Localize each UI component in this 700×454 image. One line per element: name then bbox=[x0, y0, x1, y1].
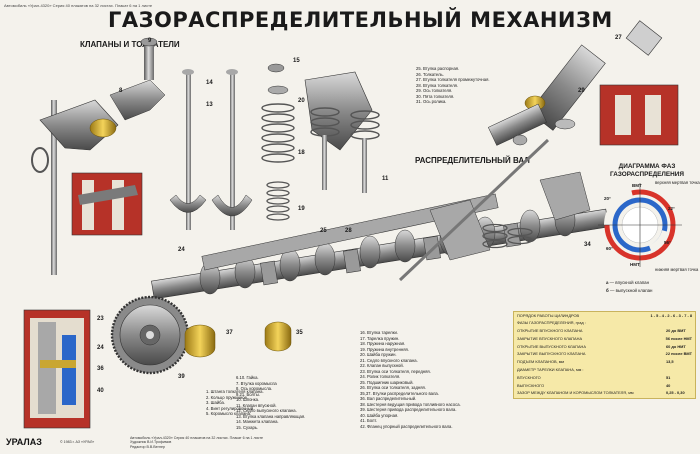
callout: 34 bbox=[584, 242, 591, 248]
callout: 13 bbox=[206, 102, 213, 108]
callout: 20 bbox=[298, 98, 305, 104]
deg-label-4: 22° bbox=[668, 206, 675, 211]
callout: 37 bbox=[226, 330, 233, 336]
bdc-label: НМТ bbox=[630, 262, 640, 267]
legend-bottom-2: 6.10. Гайка.7. Втулка коромысла 8. Ось к… bbox=[236, 375, 306, 430]
deg-label-2: 56° bbox=[664, 240, 671, 245]
callout: 36 bbox=[97, 366, 104, 372]
callout: 14 bbox=[206, 80, 213, 86]
tdc-label: ВМТ bbox=[632, 183, 642, 188]
valve-spring-inner bbox=[266, 181, 290, 221]
callout: 35 bbox=[296, 330, 303, 336]
tappet-row bbox=[201, 171, 591, 271]
legend-bottom-3: 16. Втулка тарелки.17. Тарелка пружин. 1… bbox=[360, 330, 461, 429]
cutaway-inset-2 bbox=[599, 84, 679, 146]
deg-label-3: 60° bbox=[606, 246, 613, 251]
bdc-note: нижняя мертвая точка bbox=[655, 267, 699, 272]
valve-stem-1 bbox=[186, 70, 191, 230]
timing-diagram-title: ДИАГРАММА ФАЗ ГАЗОРАСПРЕДЕЛЕНИЯ bbox=[610, 163, 684, 178]
callout: 25 bbox=[320, 228, 327, 234]
callout: 19 bbox=[298, 206, 305, 212]
copyright: © 1983 г. АЗ «УРАЛ» bbox=[60, 440, 95, 444]
callout: 23 bbox=[97, 316, 104, 322]
callout: 28 bbox=[345, 228, 352, 234]
callout: 40 bbox=[97, 388, 104, 394]
valve-spring-outer bbox=[261, 103, 295, 163]
legend-exhaust: б — выпускной клапан bbox=[606, 288, 653, 293]
callout: 24 bbox=[178, 247, 185, 253]
header-note: Автомобиль «Урал-4320» Серия 40 плакатов… bbox=[4, 3, 153, 8]
callout: 24 bbox=[97, 345, 104, 351]
callout: 18 bbox=[298, 150, 305, 156]
callout: 11 bbox=[382, 176, 389, 182]
callout: 15 bbox=[293, 58, 300, 64]
footer-credits: Автомобиль «Урал-4320» Серия 40 плакатов… bbox=[130, 436, 264, 449]
rocker-arm bbox=[39, 99, 119, 151]
section-camshaft-title: РАСПРЕДЕЛИТЕЛЬНЫЙ ВАЛ bbox=[415, 156, 530, 165]
valve-timing-diagram bbox=[598, 183, 682, 267]
legend-bottom-1: 1. Штанга толкателя клапана.2. Кольцо пр… bbox=[206, 389, 264, 416]
page-title: ГАЗОРАСПРЕДЕЛИТЕЛЬНЫЙ МЕХАНИЗМ bbox=[108, 8, 613, 32]
callout: 27 bbox=[615, 35, 622, 41]
callout: 8 bbox=[119, 88, 123, 94]
callout: 29 bbox=[578, 88, 585, 94]
valve-stem-2 bbox=[230, 70, 235, 230]
callout: 39 bbox=[178, 374, 185, 380]
camshaft-bushings bbox=[184, 321, 292, 358]
pushrod-1 bbox=[51, 100, 57, 275]
rocker-valve-assembly bbox=[304, 71, 380, 193]
section-valves-title: КЛАПАНЫ И ТОЛКАТЕЛИ bbox=[80, 40, 180, 49]
table-row: ДИАМЕТР ТАРЕЛКИ КЛАПАНА, мм : bbox=[517, 367, 584, 373]
camshaft-gear bbox=[110, 295, 190, 375]
table-row: ФАЗЫ ГАЗОРАСПРЕДЕЛЕНИЯ, град : bbox=[517, 320, 586, 326]
legend-intake: a — впускной клапан bbox=[606, 280, 650, 285]
uralaz-logo: УРАЛАЗ bbox=[6, 437, 42, 447]
tdc-note: верхняя мертвая точка bbox=[655, 180, 700, 185]
table-row: ЗАЗОР МЕЖДУ КЛАПАНОМ И КОРОМЫСЛОМ ТОЛКАТ… bbox=[517, 390, 685, 396]
rocker-bolt bbox=[144, 40, 154, 80]
pushrod-2 bbox=[398, 138, 550, 282]
deg-label-1: 20° bbox=[604, 196, 611, 201]
legend-top-right: 25. Втулка распорная.26. Толкатель. 27. … bbox=[416, 66, 490, 104]
rocker-bushing bbox=[89, 118, 117, 138]
callout: 9 bbox=[148, 38, 152, 44]
